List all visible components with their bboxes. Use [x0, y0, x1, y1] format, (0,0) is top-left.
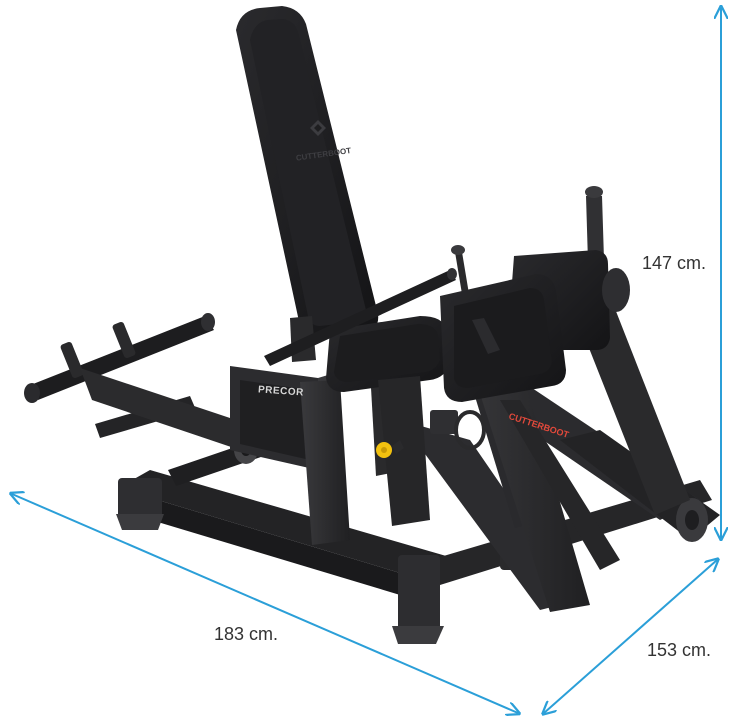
length-arrow	[12, 494, 518, 713]
leg-pads	[440, 250, 630, 402]
pivot-assembly	[376, 376, 486, 526]
width-label: 153 cm.	[647, 640, 712, 660]
height-label: 147 cm.	[642, 253, 707, 273]
backrest: CUTTERBOOT	[236, 6, 379, 362]
seat	[326, 316, 450, 392]
handle-bar	[264, 245, 470, 366]
width-arrow	[544, 560, 717, 713]
backrest-logo-icon	[310, 120, 326, 136]
dimension-arrows	[12, 8, 721, 713]
length-label: 183 cm.	[214, 624, 279, 644]
